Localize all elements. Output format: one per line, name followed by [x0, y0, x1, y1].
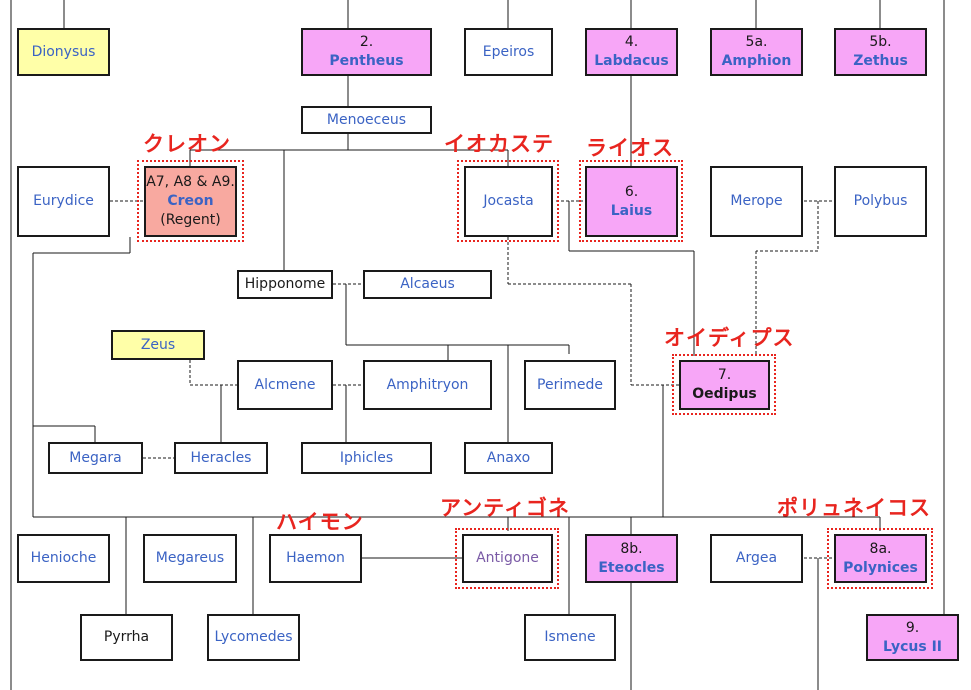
person-name: Hipponome [244, 276, 326, 292]
person-number: 8b. [620, 540, 643, 557]
person-zethus[interactable]: 5b. Zethus [834, 28, 927, 76]
person-antigone[interactable]: Antigone [462, 534, 553, 583]
person-name: Laius [610, 202, 653, 219]
person-pyrrha[interactable]: Pyrrha [80, 614, 173, 661]
person-perimede[interactable]: Perimede [524, 360, 616, 410]
person-creon[interactable]: A7, A8 & A9. Creon (Regent) [144, 166, 237, 237]
person-number: 2. [359, 34, 374, 50]
person-henioche[interactable]: Henioche [17, 534, 110, 583]
person-pentheus[interactable]: 2. Pentheus [301, 28, 432, 76]
annotation-creon: クレオン [143, 131, 231, 156]
person-name: Alcmene [254, 376, 316, 393]
person-anaxo[interactable]: Anaxo [464, 442, 553, 474]
person-hipponome[interactable]: Hipponome [237, 270, 333, 299]
person-name: Ismene [544, 629, 596, 645]
person-polybus[interactable]: Polybus [834, 166, 927, 237]
person-haemon[interactable]: Haemon [269, 534, 362, 583]
annotation-oedipus: オイディプス [664, 325, 795, 350]
person-name: Lycomedes [214, 629, 293, 645]
person-lycomedes[interactable]: Lycomedes [207, 614, 300, 661]
person-name: Megareus [155, 550, 225, 566]
person-name: Oedipus [692, 386, 757, 402]
person-name: Menoeceus [326, 111, 407, 128]
person-name: Dionysus [31, 43, 96, 60]
person-menoeceus[interactable]: Menoeceus [301, 106, 432, 134]
person-heracles[interactable]: Heracles [174, 442, 268, 474]
person-number: 9. [905, 619, 920, 636]
person-number: 5a. [745, 34, 768, 50]
person-name: Amphion [721, 53, 792, 69]
annotation-polynices: ポリュネイコス [777, 495, 931, 520]
person-name: Polynices [843, 559, 918, 576]
person-name: Argea [735, 550, 778, 566]
person-name: Pyrrha [103, 629, 150, 645]
person-name: Zeus [140, 336, 176, 353]
person-epeiros[interactable]: Epeiros [464, 28, 553, 76]
person-merope[interactable]: Merope [710, 166, 803, 237]
person-eurydice[interactable]: Eurydice [17, 166, 110, 237]
person-alcaeus[interactable]: Alcaeus [363, 270, 492, 299]
person-name: Epeiros [482, 43, 535, 60]
person-number: 6. [624, 183, 639, 200]
person-laius[interactable]: 6. Laius [585, 166, 678, 237]
person-number: 7. [717, 367, 732, 383]
person-name: Haemon [286, 550, 345, 566]
annotation-jocasta: イオカステ [444, 131, 554, 156]
person-name: Perimede [537, 376, 603, 393]
person-name: Zethus [853, 53, 908, 69]
annotation-antigone: アンティゴネ [440, 495, 570, 520]
person-dionysus[interactable]: Dionysus [17, 28, 110, 76]
person-name: Antigone [476, 550, 539, 566]
annotation-haemon: ハイモン [276, 509, 364, 534]
person-megareus[interactable]: Megareus [143, 534, 237, 583]
person-number: 5b. [869, 34, 892, 50]
person-name: Eteocles [598, 559, 665, 576]
person-subtitle: (Regent) [160, 212, 221, 228]
person-name: Iphicles [339, 449, 394, 466]
person-number: 4. [624, 34, 639, 50]
person-labdacus[interactable]: 4. Labdacus [585, 28, 678, 76]
person-zeus[interactable]: Zeus [111, 330, 205, 360]
person-name: Labdacus [594, 53, 669, 69]
person-ismene[interactable]: Ismene [524, 614, 616, 661]
person-name: Pentheus [329, 53, 404, 69]
annotation-laius: ライオス [586, 135, 674, 160]
person-name: Eurydice [33, 193, 94, 209]
person-alcmene[interactable]: Alcmene [237, 360, 333, 410]
person-name: Heracles [190, 449, 252, 466]
person-name: Alcaeus [400, 276, 455, 292]
person-argea[interactable]: Argea [710, 534, 803, 583]
person-megara[interactable]: Megara [48, 442, 143, 474]
person-polynices[interactable]: 8a. Polynices [834, 534, 927, 583]
person-name: Jocasta [483, 193, 534, 209]
person-amphitryon[interactable]: Amphitryon [363, 360, 492, 410]
person-name: Anaxo [486, 449, 531, 466]
person-name: Megara [69, 449, 122, 466]
person-eteocles[interactable]: 8b. Eteocles [585, 534, 678, 583]
person-amphion[interactable]: 5a. Amphion [710, 28, 803, 76]
person-jocasta[interactable]: Jocasta [464, 166, 553, 237]
person-number: 8a. [869, 540, 892, 557]
person-name: Amphitryon [386, 376, 469, 393]
person-name: Lycus II [883, 638, 942, 655]
person-name: Polybus [853, 193, 908, 209]
person-oedipus[interactable]: 7. Oedipus [679, 360, 770, 410]
person-iphicles[interactable]: Iphicles [301, 442, 432, 474]
person-name: Merope [730, 193, 783, 209]
person-name: Creon [167, 193, 214, 209]
person-number: A7, A8 & A9. [146, 174, 235, 190]
person-name: Henioche [30, 550, 97, 566]
person-lycus-ii[interactable]: 9. Lycus II [866, 614, 959, 661]
